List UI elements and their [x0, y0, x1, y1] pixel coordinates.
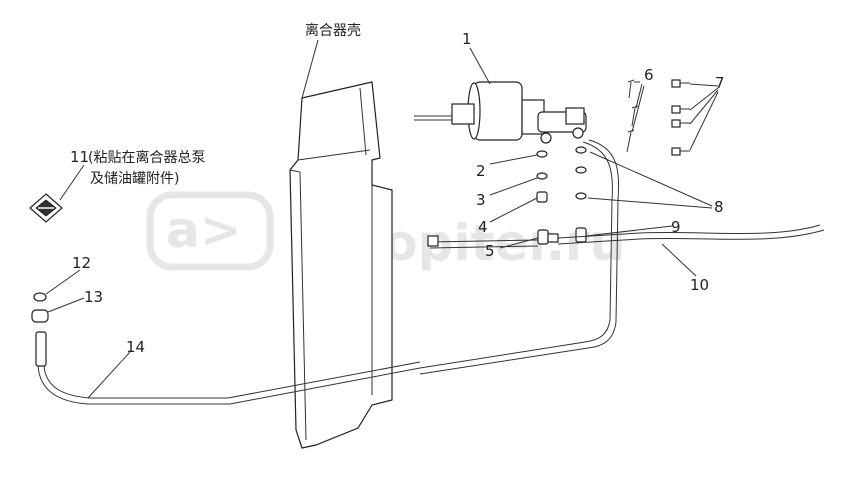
- fittings-12-13: [31, 292, 49, 367]
- label-part-5: 5: [485, 242, 495, 260]
- bolts-part-7: [671, 79, 690, 156]
- housing-label: 离合器壳: [305, 22, 361, 39]
- watermark-logo-box: [146, 191, 274, 271]
- label-part-3: 3: [476, 191, 486, 209]
- bolts-part-6: [626, 79, 639, 153]
- label-part-13: 13: [84, 288, 103, 306]
- label-part-12: 12: [72, 254, 91, 272]
- label-part-9: 9: [671, 218, 681, 236]
- hose-clip: [427, 235, 439, 247]
- clutch-master-cylinder: [414, 81, 587, 144]
- watermark-logo-glyph: a>: [166, 201, 242, 259]
- note-line-2: 及储油罐附件): [90, 171, 179, 187]
- label-part-2: 2: [476, 162, 486, 180]
- label-part-11: 11: [70, 148, 89, 166]
- label-part-14: 14: [126, 338, 145, 356]
- fitting-stack-left: [536, 150, 559, 245]
- label-part-8: 8: [714, 198, 724, 216]
- label-part-4: 4: [478, 218, 488, 236]
- note-line-1: (粘贴在离合器总泵: [88, 149, 205, 166]
- label-part-10: 10: [690, 276, 709, 294]
- warning-sticker-icon: [29, 193, 63, 223]
- clutch-housing: [289, 81, 393, 449]
- label-part-7: 7: [715, 74, 725, 92]
- label-part-6: 6: [644, 66, 654, 84]
- fitting-stack-right: [575, 146, 587, 243]
- label-part-1: 1: [462, 30, 472, 48]
